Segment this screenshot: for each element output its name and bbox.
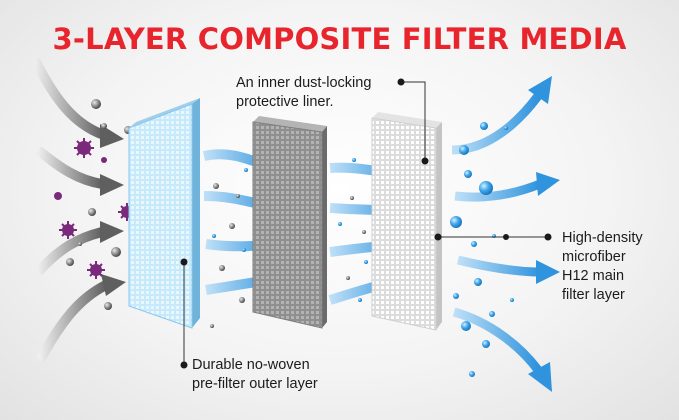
- droplet: [482, 340, 490, 348]
- liner-layer: [371, 112, 442, 331]
- callout-high-density-line4: filter layer: [562, 287, 625, 303]
- callout-high-density-line2: microfiber: [562, 249, 626, 265]
- clean-air-arrow-head: [528, 362, 552, 392]
- clean-air-arrowheads-out: [528, 76, 560, 392]
- virus-particle: [74, 138, 94, 158]
- leader-dot: [180, 361, 188, 369]
- leader-dot: [421, 157, 429, 165]
- droplet: [358, 298, 362, 302]
- dirty-air-arrowheads: [100, 124, 126, 296]
- droplet: [469, 371, 475, 377]
- clean-air-arrow: [456, 255, 541, 277]
- droplet: [364, 260, 368, 264]
- dust-particle: [66, 258, 74, 266]
- dust-particle: [101, 123, 107, 129]
- callout-inner-liner-line1: An inner dust-locking: [236, 75, 372, 91]
- droplet: [459, 145, 469, 155]
- clean-air-arrow: [452, 307, 542, 373]
- dirty-air-arrow: [30, 57, 106, 140]
- droplets-middle: [212, 158, 368, 302]
- dirty-air-arrow: [35, 280, 109, 363]
- dust-particle: [88, 208, 96, 216]
- virus-particle: [101, 157, 107, 163]
- dust-particles-middle: [210, 183, 366, 328]
- droplet: [212, 234, 216, 238]
- droplet: [461, 321, 471, 331]
- dust-particle: [104, 302, 112, 310]
- leader-lines: [183, 81, 548, 365]
- callout-durable-line1: Durable no-woven: [192, 357, 310, 373]
- callout-inner-liner-line2: protective liner.: [236, 94, 334, 110]
- dirty-air-arrow-head: [100, 221, 124, 243]
- diagram-title: 3-LAYER COMPOSITE FILTER MEDIA: [52, 22, 627, 56]
- dirty-air-arrow-head: [101, 274, 126, 296]
- callout-durable: Durable no-woven pre-filter outer layer: [192, 356, 318, 394]
- leader-dot: [434, 233, 442, 241]
- droplet: [464, 170, 472, 178]
- clean-air-arrow-head: [536, 260, 560, 284]
- droplet: [450, 216, 462, 228]
- droplet: [244, 168, 248, 172]
- dirty-air-arrow-head: [100, 124, 124, 148]
- callout-durable-line2: pre-filter outer layer: [192, 376, 318, 392]
- main-filter-layer: [252, 116, 327, 329]
- droplet: [479, 181, 493, 195]
- dust-particle: [210, 324, 214, 328]
- droplets-right: [450, 122, 514, 377]
- dust-particle: [219, 265, 225, 271]
- leader-dot: [397, 78, 405, 86]
- clean-air-arrow: [454, 179, 542, 202]
- clean-air-arrow-head: [528, 76, 552, 104]
- dust-particle: [213, 183, 219, 189]
- leader-dot: [544, 233, 552, 241]
- leader-dots: [180, 78, 552, 369]
- callout-high-density-line1: High-density: [562, 230, 643, 246]
- dirty-air-arrows: [30, 57, 109, 363]
- dust-particle: [239, 297, 245, 303]
- clean-air-arrow: [451, 93, 542, 155]
- droplet: [453, 293, 459, 299]
- leader-dot: [180, 258, 188, 266]
- dirty-air-arrow: [34, 227, 104, 276]
- dust-particle: [346, 276, 350, 280]
- leader-dot: [503, 234, 509, 240]
- dust-particle: [350, 196, 354, 200]
- virus-particle: [54, 192, 62, 200]
- dust-particle: [78, 242, 82, 246]
- pre-filter-layer: [128, 98, 200, 329]
- callout-high-density: High-density microfiber H12 main filter …: [562, 229, 643, 305]
- virus-particle: [87, 261, 105, 279]
- droplet: [489, 311, 495, 317]
- dust-particle: [91, 99, 101, 109]
- droplet: [504, 126, 508, 130]
- callout-inner-liner: An inner dust-locking protective liner.: [236, 74, 371, 112]
- dust-particle: [362, 230, 366, 234]
- pathogens: [54, 138, 136, 279]
- dust-particles-left: [66, 99, 132, 310]
- callout-high-density-line3: H12 main: [562, 268, 625, 284]
- leader-line-inner: [401, 81, 426, 160]
- droplet: [474, 278, 482, 286]
- droplet: [471, 241, 477, 247]
- clean-air-arrow-head: [536, 172, 560, 196]
- dirty-air-arrow: [34, 146, 103, 189]
- dirty-air-arrow-head: [100, 174, 124, 196]
- virus-particle: [59, 221, 77, 239]
- dust-particle: [111, 247, 121, 257]
- droplet: [510, 298, 514, 302]
- droplet: [338, 222, 342, 226]
- droplet: [480, 122, 488, 130]
- droplet: [242, 248, 246, 252]
- dust-particle: [229, 223, 235, 229]
- droplet: [352, 158, 356, 162]
- dust-particle: [236, 194, 240, 198]
